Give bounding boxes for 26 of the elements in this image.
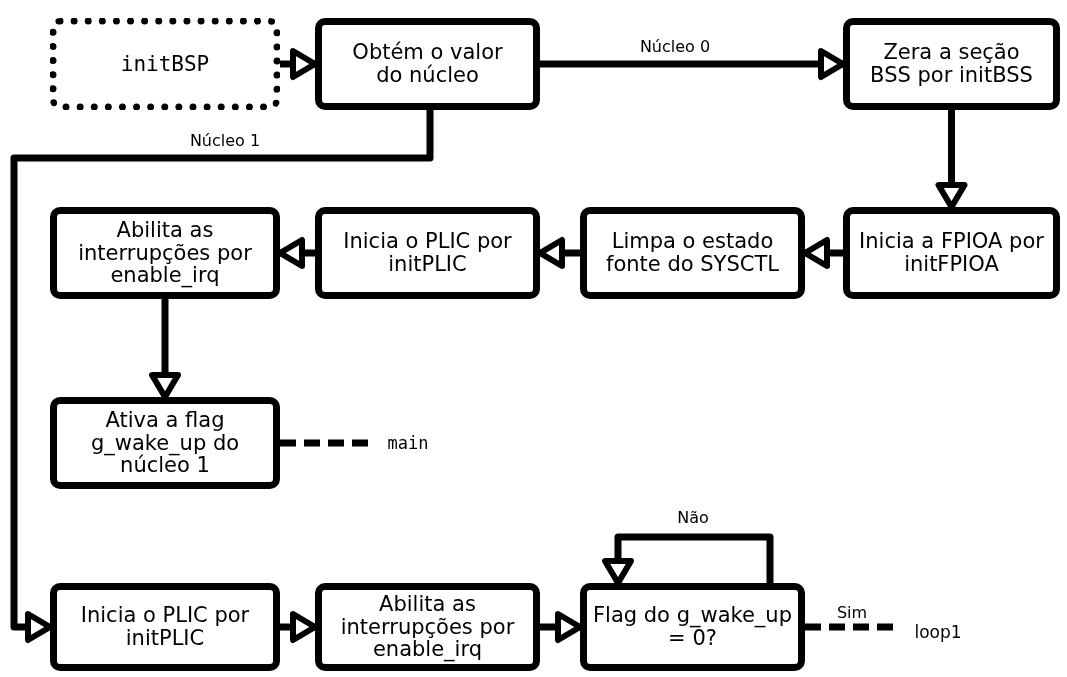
process-box xyxy=(50,583,280,671)
terminal-label: main xyxy=(387,433,429,453)
process-box xyxy=(315,207,540,299)
node-text: Abilita as interrupções por enable_irq xyxy=(339,593,516,661)
node-text: Ativa a flag g_wake_up do núcleo 1 xyxy=(89,409,241,477)
node-text: Inicia o PLIC por initPLIC xyxy=(79,604,251,650)
node-text: Inicia a FPIOA por initFPIOA xyxy=(858,230,1045,276)
process-box xyxy=(50,397,280,489)
node-text: Inicia o PLIC por initPLIC xyxy=(342,230,513,276)
process-box xyxy=(50,207,280,299)
process-box xyxy=(315,583,540,671)
terminal-box xyxy=(50,18,280,110)
node-text: Obtém o valor do núcleo xyxy=(351,41,504,87)
arrow xyxy=(10,110,434,643)
node-text: initBSP xyxy=(120,52,210,76)
process-box xyxy=(580,583,805,671)
process-box xyxy=(580,207,805,299)
node-text: Limpa o estado fonte do SYSCTL xyxy=(605,230,780,276)
process-box xyxy=(843,207,1060,299)
process-box xyxy=(315,18,540,110)
node-text: Flag do g_wake_up = 0? xyxy=(592,604,793,650)
dashed-connector xyxy=(280,439,370,447)
node-text: Zera a seção BSS por initBSS xyxy=(869,41,1034,87)
node-text: Abilita as interrupções por enable_irq xyxy=(77,219,253,287)
terminal-label: loop1 xyxy=(914,622,962,642)
process-box xyxy=(843,18,1060,110)
